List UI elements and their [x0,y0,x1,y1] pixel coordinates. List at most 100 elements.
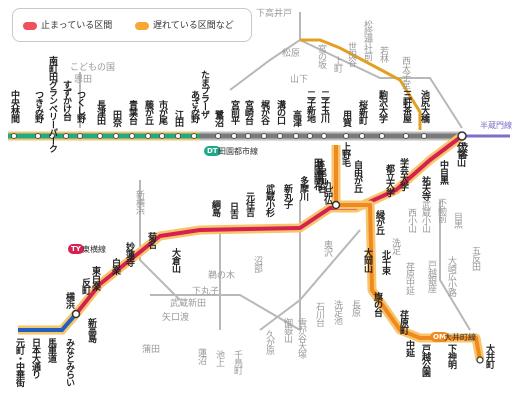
bg-meguro: 目黒 [452,212,462,228]
station-motosumiyoshi[interactable]: 元住吉 [244,192,254,216]
bg-shoinjinjamae: 松陰神社前 [362,20,372,60]
oimachi-line[interactable] [334,145,482,361]
station-midorigaoka[interactable]: 緑が丘 [374,210,384,234]
bg-shinyokohama: 新横浜 [134,190,144,214]
minatomirai-line[interactable] [18,312,78,332]
toyoko-line[interactable] [74,134,464,316]
station-denentoshi-5[interactable]: 長津田 [95,100,105,124]
station-nakameguro[interactable]: 中目黒 [438,160,448,184]
station-tammachi[interactable]: 反町 [80,278,90,294]
station-togoshikoen[interactable]: 戸越公園 [420,344,430,376]
station-okurayama[interactable]: 大倉山 [170,248,180,272]
station-denentoshi-20[interactable]: 二子玉川 [319,90,329,122]
bg-musashinitta: 武蔵新田 [170,299,207,309]
station-denentoshi-14[interactable]: 宮前平 [229,100,239,124]
station-denentoshi-0[interactable]: 中央林間 [9,90,19,122]
station-denentoshi-11[interactable]: たまプラーザ [199,70,209,118]
station-hakuraku[interactable]: 白楽 [110,258,120,274]
denentoshi-label: 田園都市線 [218,147,258,156]
yokohama-hub-dot[interactable] [71,309,81,319]
oimachi-badge: OM [430,332,449,342]
jiyugaoka-hub-dot[interactable] [331,200,341,210]
denentoshi-station-dots [11,132,466,140]
denentoshi-badge: DT [204,146,221,156]
station-hatanodai[interactable]: 旗の台 [372,292,382,316]
legend: 止まっている区間 遅れている区間など [12,8,252,42]
bg-unoki: 鵜の木 [208,271,236,281]
station-ookayama[interactable]: 大岡山 [362,248,372,272]
station-denentoshi-9[interactable]: 市が尾 [157,100,167,124]
station-denentoshi-7[interactable]: 青葉台 [127,100,137,124]
station-daikanyama[interactable]: 代官山 [455,142,465,166]
station-kikuna[interactable]: 菊名 [146,232,156,248]
station-bashamichi[interactable]: 馬車道 [46,338,56,362]
station-denentoshi-8[interactable]: 藤が丘 [143,100,153,124]
station-yokohama[interactable]: 横浜 [64,292,74,308]
station-denentoshi-17[interactable]: 溝の口 [275,100,285,124]
station-oyamadai[interactable]: 尾山台 [316,168,326,192]
station-denentoshi-6[interactable]: 田奈 [111,110,121,126]
legend-stopped: 止まっている区間 [23,18,112,31]
station-nihonodori[interactable]: 日本大通り [30,338,40,378]
station-denentoshi-24[interactable]: 三軒茶屋 [401,90,411,122]
station-kitasenzoku[interactable]: 北千束 [380,250,390,274]
station-shintakashima[interactable]: 新高島 [86,318,96,342]
station-gakugeidaigaku[interactable]: 学芸大学 [398,158,408,190]
station-kuhombutsu[interactable]: 九品仏 [322,180,332,204]
bg-setagaya: 世田谷 [346,42,356,66]
station-denenchofu[interactable]: 田園調布 [312,158,322,190]
station-toritsudaigaku[interactable]: 都立大学 [384,164,394,196]
setagaya-line [300,38,422,130]
station-denentoshi-23[interactable]: 駒沢大学 [377,90,387,122]
station-shinmaruko[interactable]: 新丸子 [282,184,292,208]
station-denentoshi-15[interactable]: 宮崎台 [243,100,253,124]
station-tsunashima[interactable]: 綱島 [210,200,220,216]
station-myorenji[interactable]: 妙蓮寺 [124,242,134,266]
station-minatomirai[interactable]: みなとみらい [64,338,74,386]
bg-ishikawadai: 石川台 [314,302,324,326]
bg-wakabayashi: 若林 [378,46,388,62]
station-denentoshi-12[interactable]: あざみ野 [189,90,199,122]
station-denentoshi-25[interactable]: 池尻大橋 [419,90,429,122]
station-denentoshi-16[interactable]: 梶が谷 [259,100,269,124]
legend-stopped-label: 止まっている区間 [41,21,113,31]
station-denentoshi-2[interactable]: 南町田グランベリーパーク [47,56,57,152]
station-denentoshi-21[interactable]: 用賀 [341,110,351,126]
station-denentoshi-1[interactable]: つきみ野 [33,90,43,122]
station-tamagawa[interactable]: 多摩川 [298,176,308,200]
bg-shimotakaido: 下高井戸 [256,9,293,19]
station-shimoshinmei[interactable]: 下神明 [446,344,456,368]
bg-nishikoyama: 西小山 [406,208,416,232]
station-denentoshi-10[interactable]: 江田 [173,110,183,126]
station-oimachi[interactable]: 大井町 [484,344,494,368]
station-motomachi-chukagai[interactable]: 元町・中華街 [14,338,24,386]
station-denentoshi-13[interactable]: 鷺沼 [213,110,223,126]
station-denentoshi-4[interactable]: つくし野 [75,90,85,122]
station-higashihakuraku[interactable]: 東白楽 [90,266,100,290]
station-denentoshi-3[interactable]: すずかけ台 [61,80,71,120]
toyoko-badge: TY [68,244,84,254]
station-denentoshi-18[interactable]: 高津 [291,110,301,126]
station-yutenji[interactable]: 祐天寺 [420,176,430,200]
bg-senzokuike: 洗足池 [332,300,342,324]
bg-osakihirokoji: 大崎広小路 [446,256,456,296]
station-musashikosugi[interactable]: 武蔵小杉 [264,184,274,216]
bg-yaguchinowatashi: 矢口渡 [162,313,190,323]
station-jiyugaoka[interactable]: 自由が丘 [352,160,362,192]
station-kaminoge[interactable]: 上野毛 [340,142,350,166]
bg-matsubara: 松原 [282,49,301,59]
legend-delayed-label: 遅れている区間など [153,21,234,31]
station-hiyoshi[interactable]: 日吉 [228,202,238,218]
shibuya-hub-dot[interactable] [457,131,467,141]
station-ebaramachi[interactable]: 荏原町 [398,310,408,334]
toyoko-label: 東横線 [82,245,106,254]
station-nakanobu[interactable]: 中延 [404,340,414,356]
station-denentoshi-22[interactable]: 桜新町 [357,100,367,124]
station-todoroki[interactable]: 等々力 [314,160,324,184]
station-denentoshi-19[interactable]: 二子新地 [305,90,315,122]
oimachi-terminal-dot[interactable] [476,356,484,364]
bg-togoshiginza: 戸越銀座 [426,260,436,292]
station-denentoshi-26[interactable]: 渋谷 [457,142,467,158]
bg-onda: 恩田 [74,75,93,85]
